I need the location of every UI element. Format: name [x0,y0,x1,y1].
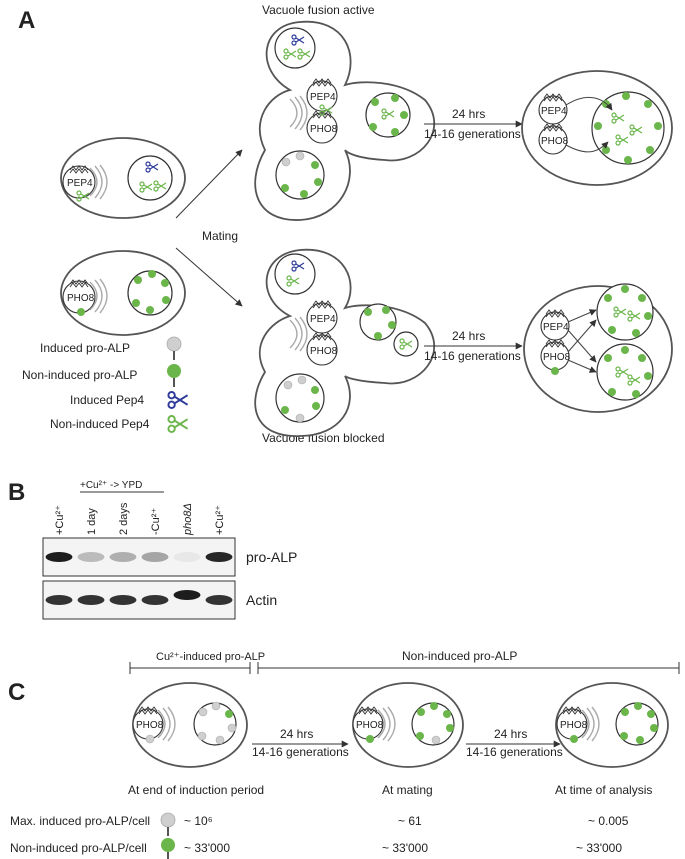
svg-text:24 hrs: 24 hrs [452,329,485,343]
zygote-fusion-active: PEP4 PHO8 [254,20,436,221]
value-non-induced-2: ~ 33'000 [576,841,622,855]
legend-induced-pro-alp: Induced pro-ALP [40,341,130,355]
lane-label: -Cu²⁺ [150,508,162,535]
value-max-induced-2: ~ 0.005 [588,814,629,828]
mating-arrow-top [175,149,243,219]
lane-label: +Cu²⁺ [214,505,226,535]
value-max-induced-0: ~ 10⁶ [184,814,213,828]
diploid-fused-vacuole: PEP4 PHO8 [521,70,673,186]
svg-text:24 hrs: 24 hrs [452,107,485,121]
legend-non-induced-pep4: Non-induced Pep4 [50,417,150,431]
grey-alp-icon [166,336,182,360]
svg-text:24 hrs: 24 hrs [280,727,313,741]
svg-text:24 hrs: 24 hrs [494,727,527,741]
cu-to-ypd-label: +Cu²⁺ -> YPD [80,480,142,491]
svg-text:PHO8: PHO8 [560,720,588,731]
stage-cell-mating: PHO8 [352,682,464,768]
blot-band [109,595,137,605]
blot-actin [42,580,236,620]
blot-band [173,552,201,562]
haploid-cell-pho8: PHO8 [60,250,186,336]
green-alp-icon [167,364,181,387]
legend-non-induced-pro-alp: Non-induced pro-ALP [22,368,137,382]
stage-cell-analysis: PHO8 [555,682,669,768]
svg-text:PHO8: PHO8 [356,720,384,731]
svg-text:PEP4: PEP4 [310,92,336,103]
blot-band [77,595,105,605]
header-cu-induced: Cu²⁺-induced pro-ALP [156,651,265,663]
svg-text:14-16 generations: 14-16 generations [466,745,563,759]
svg-text:PHO8: PHO8 [136,720,164,731]
blot-actin-label: Actin [246,592,277,608]
row-label-non-induced: Non-induced pro-ALP/cell [10,841,147,855]
diploid-separate-vacuoles: PEP4 PHO8 [523,283,673,413]
lane-label: 2 days [118,502,130,535]
green-scissors-icon [167,415,189,433]
blot-band [141,552,169,562]
blot-pro-alp [42,537,236,577]
svg-text:14-16 generations: 14-16 generations [252,745,349,759]
svg-text:14-16 generations: 14-16 generations [424,349,521,363]
blot-pro-alp-label: pro-ALP [246,549,297,565]
svg-text:PHO8: PHO8 [310,346,338,357]
blot-band [45,595,73,605]
header-non-induced: Non-induced pro-ALP [402,649,517,663]
svg-text:PHO8: PHO8 [543,352,571,363]
lane-labels: +Cu²⁺ 1 day 2 days -Cu²⁺ pho8Δ +Cu²⁺ [54,502,226,536]
blot-band [77,552,105,562]
lane-label: +Cu²⁺ [54,505,66,535]
svg-text:PEP4: PEP4 [310,314,336,325]
legend: Induced pro-ALP Non-induced pro-ALP Indu… [22,336,189,433]
svg-text:PHO8: PHO8 [310,124,338,135]
row-icon-grey-alp [160,812,176,836]
panel-c-label: C [8,679,25,706]
blot-band [173,590,201,600]
lane-label: pho8Δ [182,503,194,536]
mating-label: Mating [202,229,238,243]
blot-band [205,595,233,605]
blot-band [45,552,73,562]
header-brackets [129,662,680,674]
blot-band [205,552,233,562]
value-max-induced-1: ~ 61 [398,814,422,828]
svg-text:PEP4: PEP4 [541,106,567,117]
value-non-induced-1: ~ 33'000 [382,841,428,855]
haploid-cell-pep4: PEP4 [60,137,186,219]
row-icon-green-alp [161,838,175,859]
panel-b-label: B [8,479,25,506]
legend-induced-pep4: Induced Pep4 [70,393,144,407]
mating-arrow-bottom [175,247,243,307]
svg-text:14-16 generations: 14-16 generations [424,127,521,141]
stage-label-mating: At mating [382,783,433,797]
blot-band [141,595,169,605]
gene-pho8-label: PHO8 [67,293,95,304]
blot-band [109,552,137,562]
lane-label: 1 day [86,508,98,535]
gene-pep4-label: PEP4 [67,178,93,189]
zygote-fusion-blocked: PEP4 PHO8 [254,248,436,437]
vacuole-fusion-active-label: Vacuole fusion active [262,3,375,17]
value-non-induced-0: ~ 33'000 [184,841,230,855]
stage-cell-induction: PHO8 [132,682,248,768]
svg-text:PEP4: PEP4 [543,322,569,333]
panel-a-label: A [18,7,35,34]
blue-scissors-icon [167,391,189,409]
stage-label-induction: At end of induction period [128,783,264,797]
stage-label-analysis: At time of analysis [555,783,652,797]
row-label-max-induced: Max. induced pro-ALP/cell [10,814,150,828]
svg-text:PHO8: PHO8 [541,136,569,147]
